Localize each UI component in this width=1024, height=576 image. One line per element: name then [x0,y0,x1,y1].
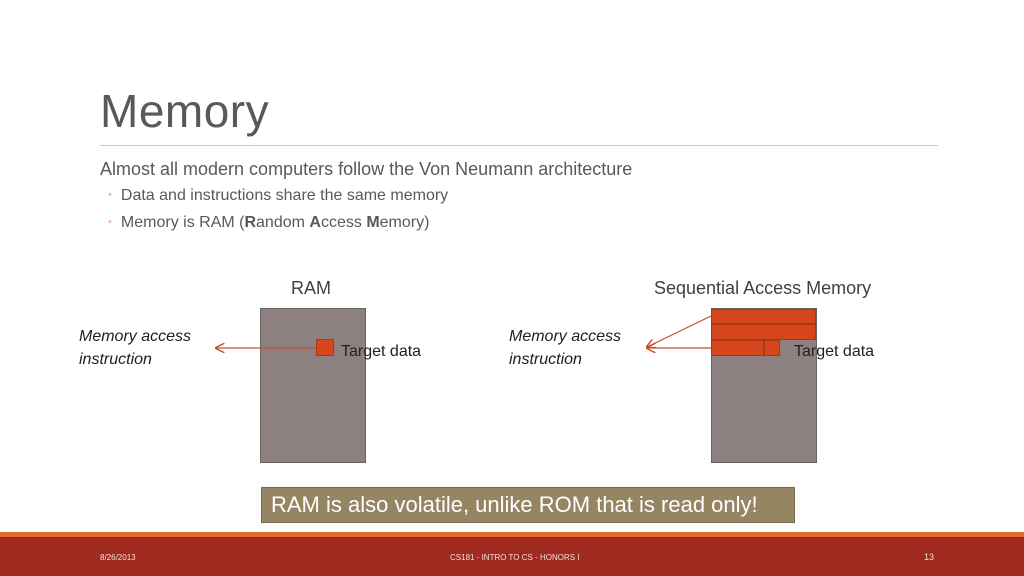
footer-bar: 8/26/2013 CS181 - INTRO TO CS - HONORS I… [0,537,1024,576]
sam-diagram-title: Sequential Access Memory [654,278,872,298]
volatility-callout: RAM is also volatile, unlike ROM that is… [261,487,795,523]
title-divider [100,145,938,146]
acronym-m: M [366,214,380,231]
footer-course: CS181 - INTRO TO CS - HONORS I [450,553,580,562]
sub-bullet-1-text: Data and instructions share the same mem… [120,187,449,204]
sam-instruction-line-1: Memory access [509,328,622,345]
ram-target-cell [316,339,334,356]
footer-date: 8/26/2013 [100,553,136,562]
ram-diagram-title: RAM [291,278,331,298]
sub-bullet-1: ◦ Data and instructions share the same me… [108,187,448,205]
sub-bullet-2-prefix: Memory is RAM ( [120,214,245,231]
ram-memory-block [260,308,366,463]
bullet-marker-icon: ◦ [108,216,112,228]
slide-title: Memory [100,85,270,137]
sam-target-cell [764,340,780,356]
footer-page-number: 13 [924,552,935,562]
ram-instruction-line-1: Memory access [79,328,192,345]
footer-stripe [0,532,1024,537]
sam-target-label: Target data [794,343,875,360]
sam-arrow-1 [647,315,712,347]
sam-cell-row-3a [711,340,764,356]
acronym-a-rest: ccess [320,214,367,231]
acronym-a: A [309,214,321,231]
ram-instruction-label: Memory access instruction [79,325,191,371]
acronym-r: R [244,214,257,231]
bullet-marker-icon: ◦ [108,189,112,201]
ram-target-label: Target data [341,343,422,360]
ram-instruction-line-2: instruction [79,351,152,368]
sam-cell-row-2 [711,324,816,340]
acronym-m-rest: emory) [379,214,430,231]
main-bullet: Almost all modern computers follow the V… [100,159,633,179]
acronym-r-rest: andom [256,214,310,231]
sam-instruction-line-2: instruction [509,351,582,368]
sub-bullet-2: ◦ Memory is RAM (Random Access Memory) [108,214,429,232]
sam-instruction-label: Memory access instruction [509,325,621,371]
sam-cell-row-1 [711,309,816,324]
